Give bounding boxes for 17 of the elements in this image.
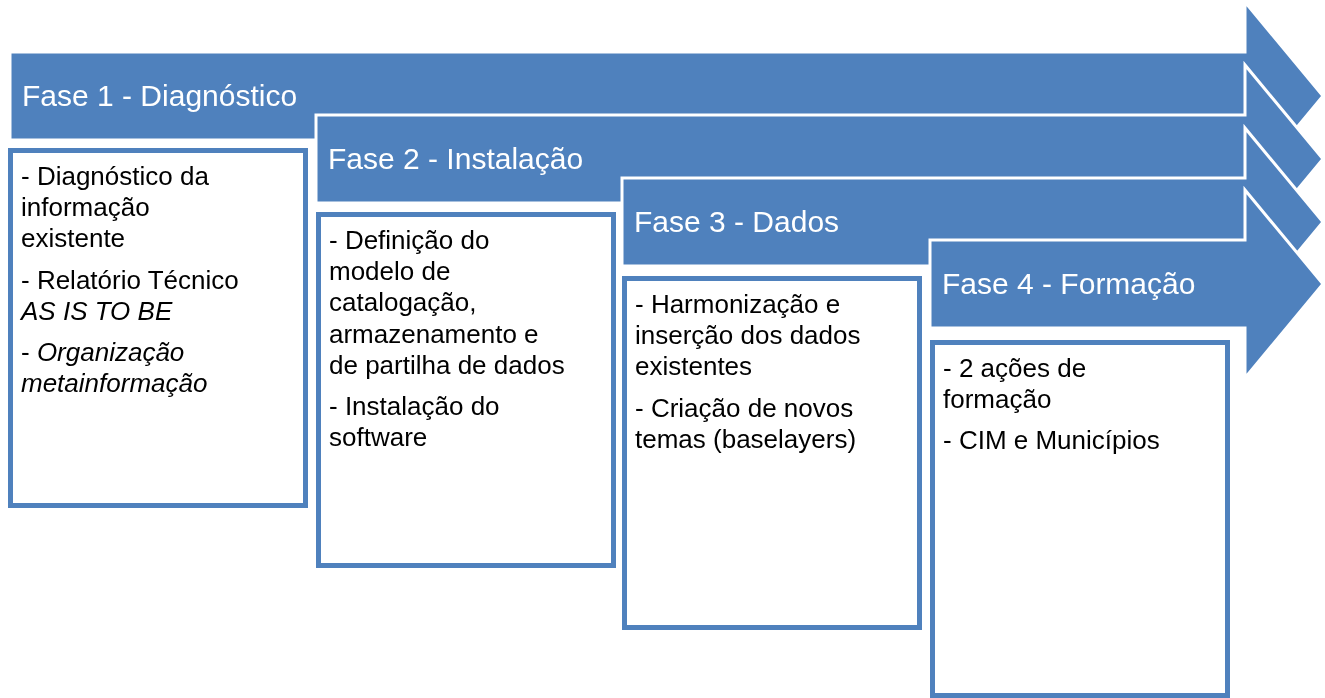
task-item: - Organização metainformação: [21, 336, 209, 400]
task-item: - Criação de novos temas (baselayers): [635, 392, 858, 455]
phase-title: Fase 4 - Formação: [942, 266, 1196, 302]
task-box: [622, 276, 922, 630]
phase-title: Fase 1 - Diagnóstico: [22, 78, 298, 114]
task-item: - Instalação do software: [329, 390, 501, 454]
task-box: [930, 340, 1230, 698]
phase-title: Fase 3 - Dados: [634, 204, 840, 240]
task-box: [316, 212, 616, 568]
task-box: [8, 148, 308, 508]
task-item: - Harmonização e inserção dos dados existentes: [635, 289, 862, 383]
task-item: - 2 ações de formação: [943, 353, 1088, 416]
task-item: - Diagnóstico da informação existente: [21, 161, 210, 255]
task-item: - Relatório Técnico AS IS TO BE: [21, 264, 240, 327]
phase-title: Fase 2 - Instalação: [328, 141, 584, 177]
task-item: - CIM e Municípios: [943, 425, 1161, 457]
task-item: - Definição do modelo de catalogação, armazenamento e de partilha de dados: [329, 225, 565, 381]
